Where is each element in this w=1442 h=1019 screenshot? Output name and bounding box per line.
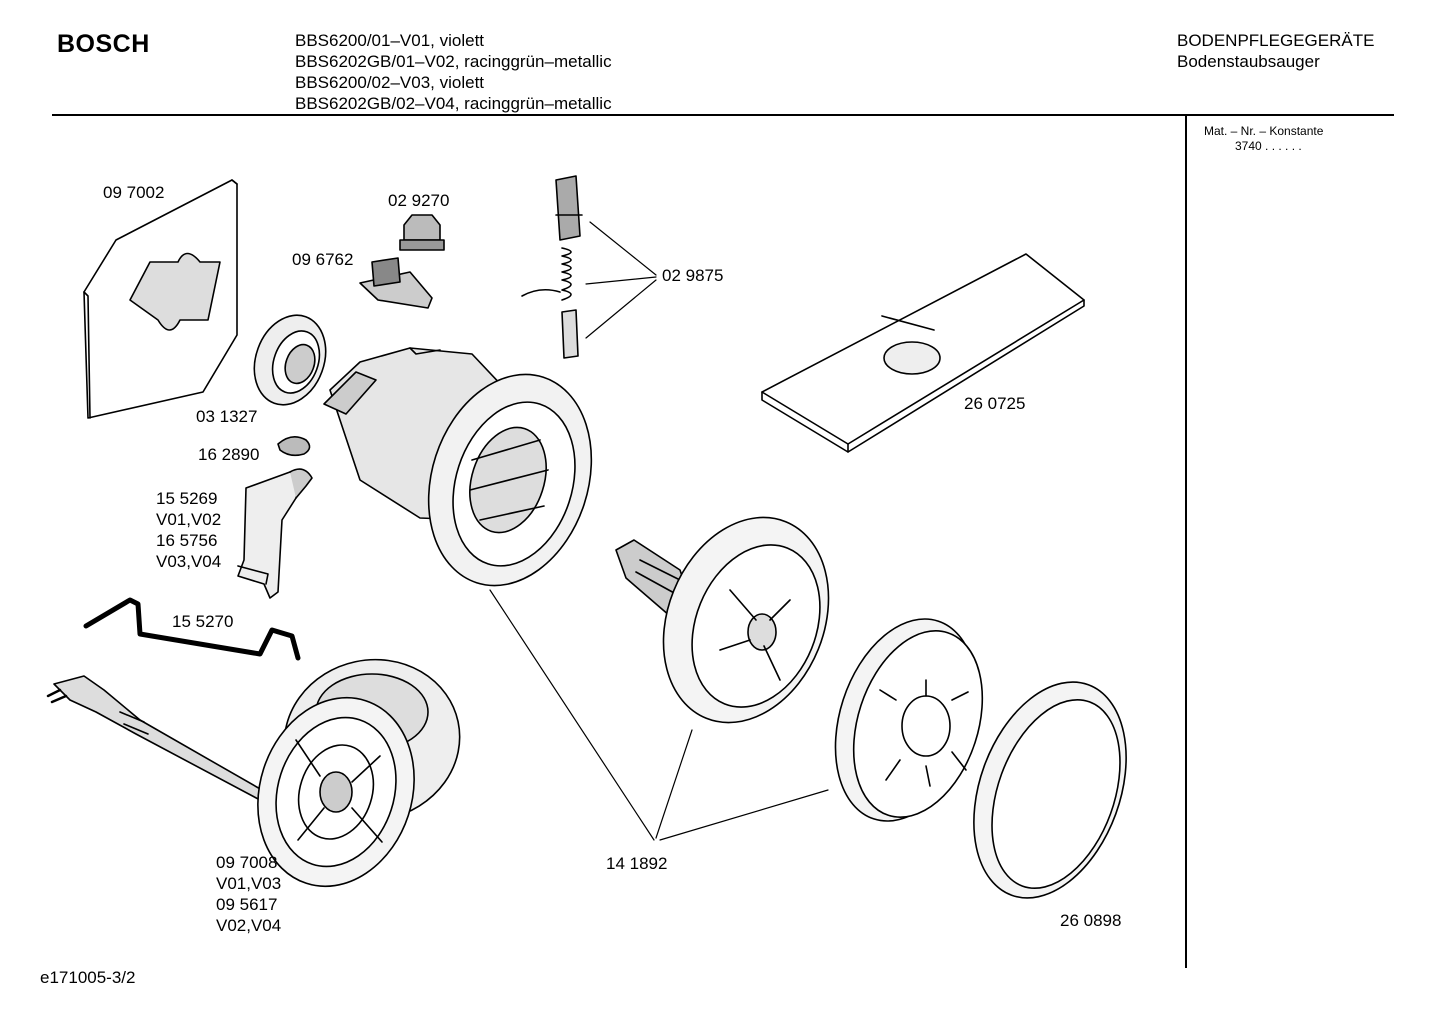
filter-pad — [761, 253, 1085, 453]
label-v03v04: V03,V04 — [156, 552, 222, 571]
document-id: e171005-3/2 — [40, 968, 136, 987]
label-165756: 16 5756 — [156, 531, 218, 550]
material-number-label: Mat. – Nr. – Konstante — [1204, 124, 1324, 138]
label-v01v02: V01,V02 — [156, 510, 222, 529]
clip-part — [277, 436, 311, 457]
wire-spring — [83, 597, 301, 661]
carbon-brush-set — [521, 175, 583, 359]
label-029875: 02 9875 — [662, 266, 724, 285]
sidebar-divider — [1185, 116, 1187, 968]
model-line: BBS6202GB/02–V04, racinggrün–metallic — [295, 94, 612, 113]
label-031327: 03 1327 — [196, 407, 258, 426]
leader-029875 — [585, 221, 657, 339]
label-095617: 09 5617 — [216, 895, 278, 914]
label-141892: 14 1892 — [606, 854, 668, 873]
armature-fan — [615, 516, 830, 724]
bearing-ring — [253, 314, 327, 406]
label-097008: 09 7008 — [216, 853, 278, 872]
exploded-view-drawing — [46, 175, 1127, 899]
leader-141892 — [489, 589, 829, 841]
brand-logo: BOSCH — [57, 30, 150, 58]
switch-button — [399, 214, 445, 251]
label-097002: 09 7002 — [103, 183, 165, 202]
header-rule — [52, 114, 1394, 116]
model-line: BBS6200/02–V03, violett — [295, 73, 485, 92]
seal-ring — [973, 681, 1127, 899]
filter-plate — [83, 179, 238, 419]
label-155269-group: 15 5269 V01,V02 16 5756 V03,V04 — [156, 488, 221, 572]
model-line: BBS6200/01–V01, violett — [295, 31, 485, 50]
cord-reel — [46, 658, 461, 888]
label-162890: 16 2890 — [198, 445, 260, 464]
category-title: BODENPFLEGEGERÄTE — [1177, 31, 1375, 50]
motor-bracket — [237, 468, 313, 599]
label-v02v04: V02,V04 — [216, 916, 282, 935]
label-029270: 02 9270 — [388, 191, 450, 210]
label-155270: 15 5270 — [172, 612, 234, 631]
model-list: BBS6200/01–V01, violett BBS6202GB/01–V02… — [295, 30, 612, 114]
material-number-block: Mat. – Nr. – Konstante 3740 . . . . . . — [1204, 124, 1323, 154]
category-block: BODENPFLEGEGERÄTE Bodenstaubsauger — [1177, 30, 1374, 72]
switch-part — [359, 257, 433, 309]
label-155269: 15 5269 — [156, 489, 218, 508]
label-097008-group: 09 7008 V01,V03 09 5617 V02,V04 — [216, 852, 281, 936]
model-line: BBS6202GB/01–V02, racinggrün–metallic — [295, 52, 612, 71]
label-096762: 09 6762 — [292, 250, 354, 269]
label-260725: 26 0725 — [964, 394, 1026, 413]
motor-housing — [323, 347, 593, 587]
label-260898: 26 0898 — [1060, 911, 1122, 930]
fan-cover — [834, 618, 984, 822]
label-v01v03: V01,V03 — [216, 874, 282, 893]
material-number-value: 3740 . . . . . . — [1235, 139, 1302, 153]
category-subtitle: Bodenstaubsauger — [1177, 52, 1320, 71]
